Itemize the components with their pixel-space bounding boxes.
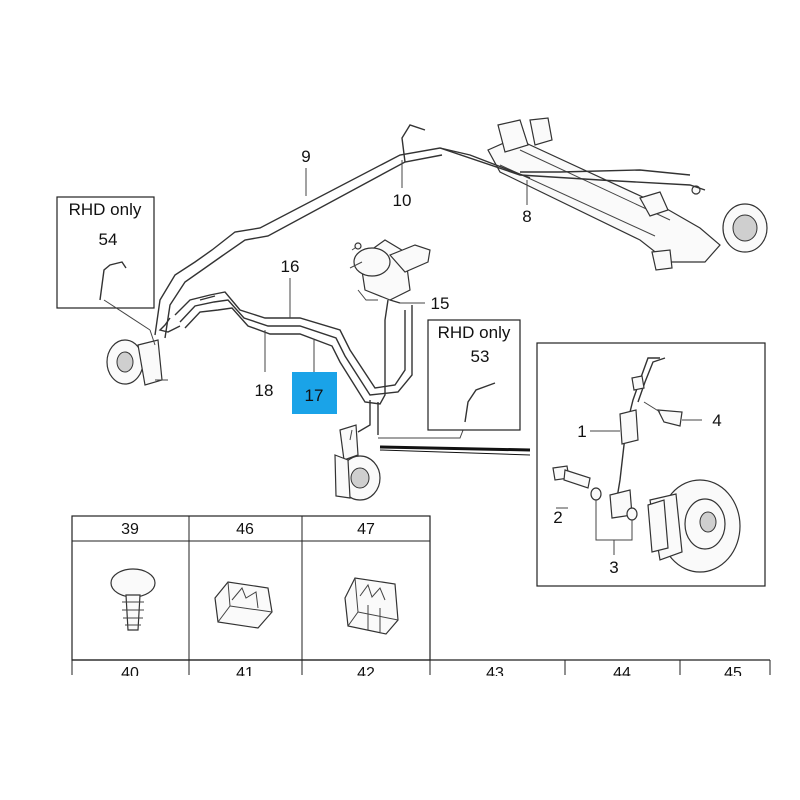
callout-17-highlight	[292, 372, 337, 414]
rear-axle-assembly	[487, 117, 768, 271]
callout-10: 10	[393, 191, 412, 210]
pipe-clip-47-icon	[344, 577, 399, 635]
callout-54: 54	[99, 230, 118, 249]
master-cylinder	[349, 239, 431, 301]
front-right-knuckle	[334, 424, 381, 501]
table-header-3: 47	[357, 521, 375, 538]
callout-16: 16	[281, 257, 300, 276]
rhd-note-right: RHD only	[438, 323, 511, 342]
callout-53: 53	[471, 347, 490, 366]
callout-15: 15	[431, 294, 450, 313]
brake-pipes	[154, 124, 706, 439]
main-callouts: 9 10 8 15 16 18 17	[255, 147, 532, 414]
callout-9: 9	[301, 147, 310, 166]
callout-1: 1	[577, 422, 586, 441]
front-left-knuckle	[106, 329, 168, 386]
clip-table: 39 46 47 40 41 42 43 44 45	[0, 515, 800, 800]
table-header-1: 39	[121, 521, 139, 538]
rhd-only-box-left: RHD only 54	[56, 196, 155, 331]
push-clip-39-icon	[110, 568, 156, 631]
callout-8: 8	[522, 207, 531, 226]
callout-2: 2	[553, 508, 562, 527]
abs-sensor-detail-box: 1 4 2 3	[379, 342, 766, 587]
callout-4: 4	[712, 411, 721, 430]
table-header-2: 46	[236, 521, 254, 538]
pipe-clip-46-icon	[214, 581, 273, 629]
callout-17: 17	[305, 386, 324, 405]
callout-18: 18	[255, 381, 274, 400]
rhd-only-box-right: RHD only 53	[427, 319, 521, 431]
callout-3: 3	[609, 558, 618, 577]
rhd-note-left: RHD only	[69, 200, 142, 219]
